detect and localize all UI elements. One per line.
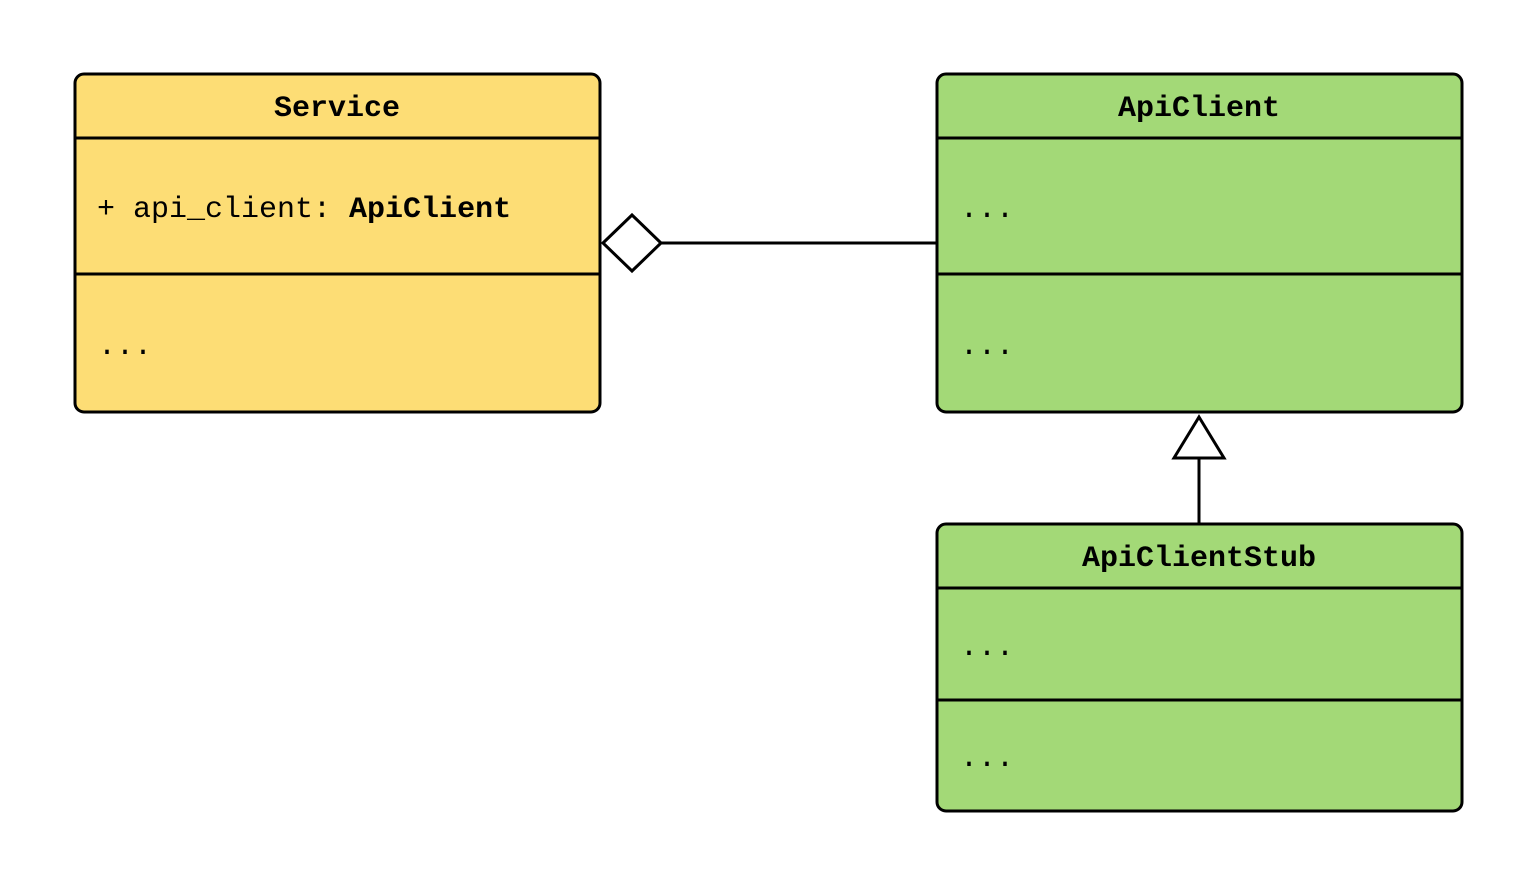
class-api-client-name: ApiClient [1118,92,1280,126]
class-api-client-stub-attributes: ... [960,631,1014,665]
class-api-client-stub-methods: ... [960,742,1014,776]
aggregation-diamond-icon [600,212,664,274]
class-service-box [73,72,602,414]
class-api-client-attributes: ... [960,193,1014,227]
generalization-triangle-icon [1171,414,1227,460]
class-service-name: Service [274,92,400,126]
class-api-client-stub-name: ApiClientStub [1082,542,1316,576]
class-api-client[interactable]: ApiClient ... ... [935,72,1464,414]
class-api-client-stub[interactable]: ApiClientStub ... ... [935,522,1464,813]
class-api-client-methods: ... [960,330,1014,364]
aggregation-connector[interactable] [600,212,937,274]
class-service-attribute-type: ApiClient [349,193,511,227]
class-service-attribute-prefix: + api_client: [97,193,349,227]
class-service-methods: ... [98,330,152,364]
class-service[interactable]: Service + api_client: ApiClient ... [73,72,602,414]
generalization-connector[interactable] [1171,414,1227,524]
class-service-attribute: + api_client: ApiClient [97,193,511,227]
